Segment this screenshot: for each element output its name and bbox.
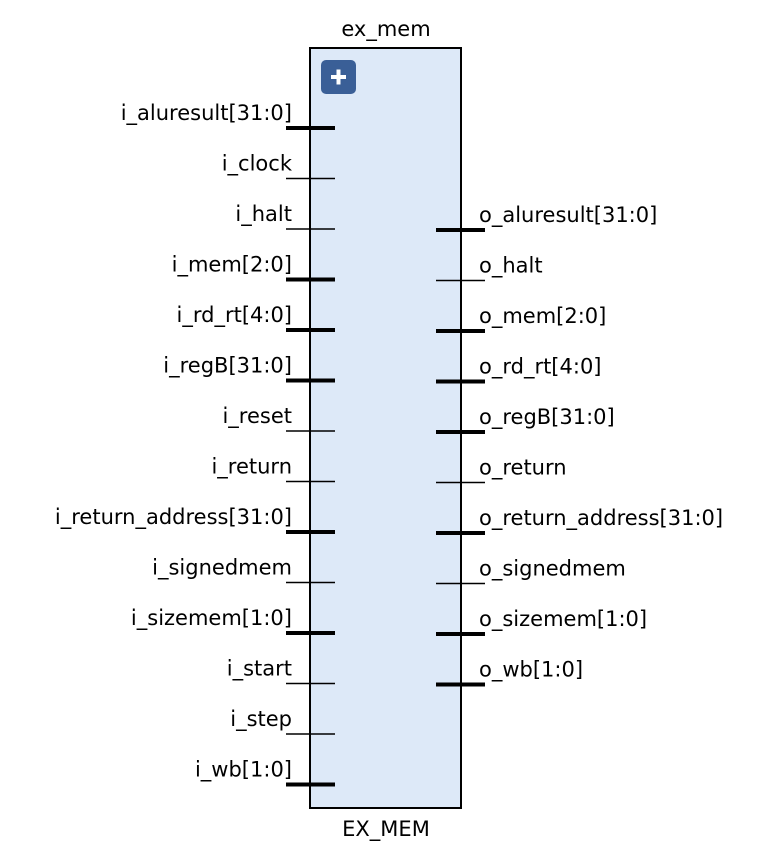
input-port[interactable]: i_mem[2:0] <box>172 253 335 282</box>
input-port-label: i_sizemem[1:0] <box>131 606 292 631</box>
input-port-label: i_step <box>230 707 292 732</box>
output-port[interactable]: o_sizemem[1:0] <box>436 607 647 636</box>
input-port-label: i_return_address[31:0] <box>55 505 292 530</box>
output-port-label: o_halt <box>479 254 543 279</box>
input-port-label: i_mem[2:0] <box>172 253 292 278</box>
output-port[interactable]: o_halt <box>436 254 543 282</box>
plus-icon <box>331 69 346 85</box>
output-port[interactable]: o_aluresult[31:0] <box>436 203 657 232</box>
module-block[interactable] <box>309 47 462 809</box>
input-port[interactable]: i_regB[31:0] <box>163 354 335 383</box>
output-port-label: o_mem[2:0] <box>479 304 606 329</box>
input-port[interactable]: i_return_address[31:0] <box>55 505 335 534</box>
input-port[interactable]: i_sizemem[1:0] <box>131 606 335 635</box>
output-port[interactable]: o_rd_rt[4:0] <box>436 355 602 384</box>
input-port-label: i_aluresult[31:0] <box>121 101 292 126</box>
output-port-label: o_aluresult[31:0] <box>479 203 657 228</box>
input-port[interactable]: i_signedmem <box>152 556 335 584</box>
instance-name: ex_mem <box>341 17 430 42</box>
input-port[interactable]: i_aluresult[31:0] <box>121 101 335 130</box>
input-port[interactable]: i_rd_rt[4:0] <box>177 303 335 332</box>
output-port-label: o_wb[1:0] <box>479 658 583 683</box>
output-port-label: o_return <box>479 456 567 481</box>
output-ports: o_aluresult[31:0] o_halt o_mem[2:0] o_rd_rt… <box>436 203 723 687</box>
module-name: EX_MEM <box>342 817 430 842</box>
input-port-label: i_reset <box>222 404 292 429</box>
input-port-label: i_return <box>211 455 292 480</box>
output-port-label: o_sizemem[1:0] <box>479 607 647 632</box>
output-port[interactable]: o_mem[2:0] <box>436 304 606 333</box>
input-port-label: i_wb[1:0] <box>195 758 292 783</box>
output-port[interactable]: o_return <box>436 456 567 484</box>
input-port[interactable]: i_clock <box>222 152 335 180</box>
input-port-label: i_start <box>227 657 292 682</box>
output-port[interactable]: o_wb[1:0] <box>436 658 583 687</box>
output-port[interactable]: o_return_address[31:0] <box>436 506 723 535</box>
output-port[interactable]: o_signedmem <box>436 557 626 585</box>
input-port[interactable]: i_reset <box>222 404 335 432</box>
input-port[interactable]: i_wb[1:0] <box>195 758 335 787</box>
input-port-label: i_halt <box>235 202 292 227</box>
output-port[interactable]: o_regB[31:0] <box>436 405 615 434</box>
input-port[interactable]: i_start <box>227 657 335 685</box>
input-port[interactable]: i_step <box>230 707 335 735</box>
input-ports: i_aluresult[31:0] i_clock i_halt i_mem[2:0]… <box>55 101 335 787</box>
output-port-label: o_regB[31:0] <box>479 405 615 430</box>
output-port-label: o_signedmem <box>479 557 626 582</box>
input-port-label: i_signedmem <box>152 556 292 581</box>
expand-button[interactable] <box>321 60 356 94</box>
output-port-label: o_rd_rt[4:0] <box>479 355 602 380</box>
output-port-label: o_return_address[31:0] <box>479 506 723 531</box>
input-port-label: i_rd_rt[4:0] <box>177 303 292 328</box>
input-port[interactable]: i_return <box>211 455 335 483</box>
input-port-label: i_regB[31:0] <box>163 354 292 379</box>
input-port-label: i_clock <box>222 152 293 177</box>
input-port[interactable]: i_halt <box>235 202 335 230</box>
